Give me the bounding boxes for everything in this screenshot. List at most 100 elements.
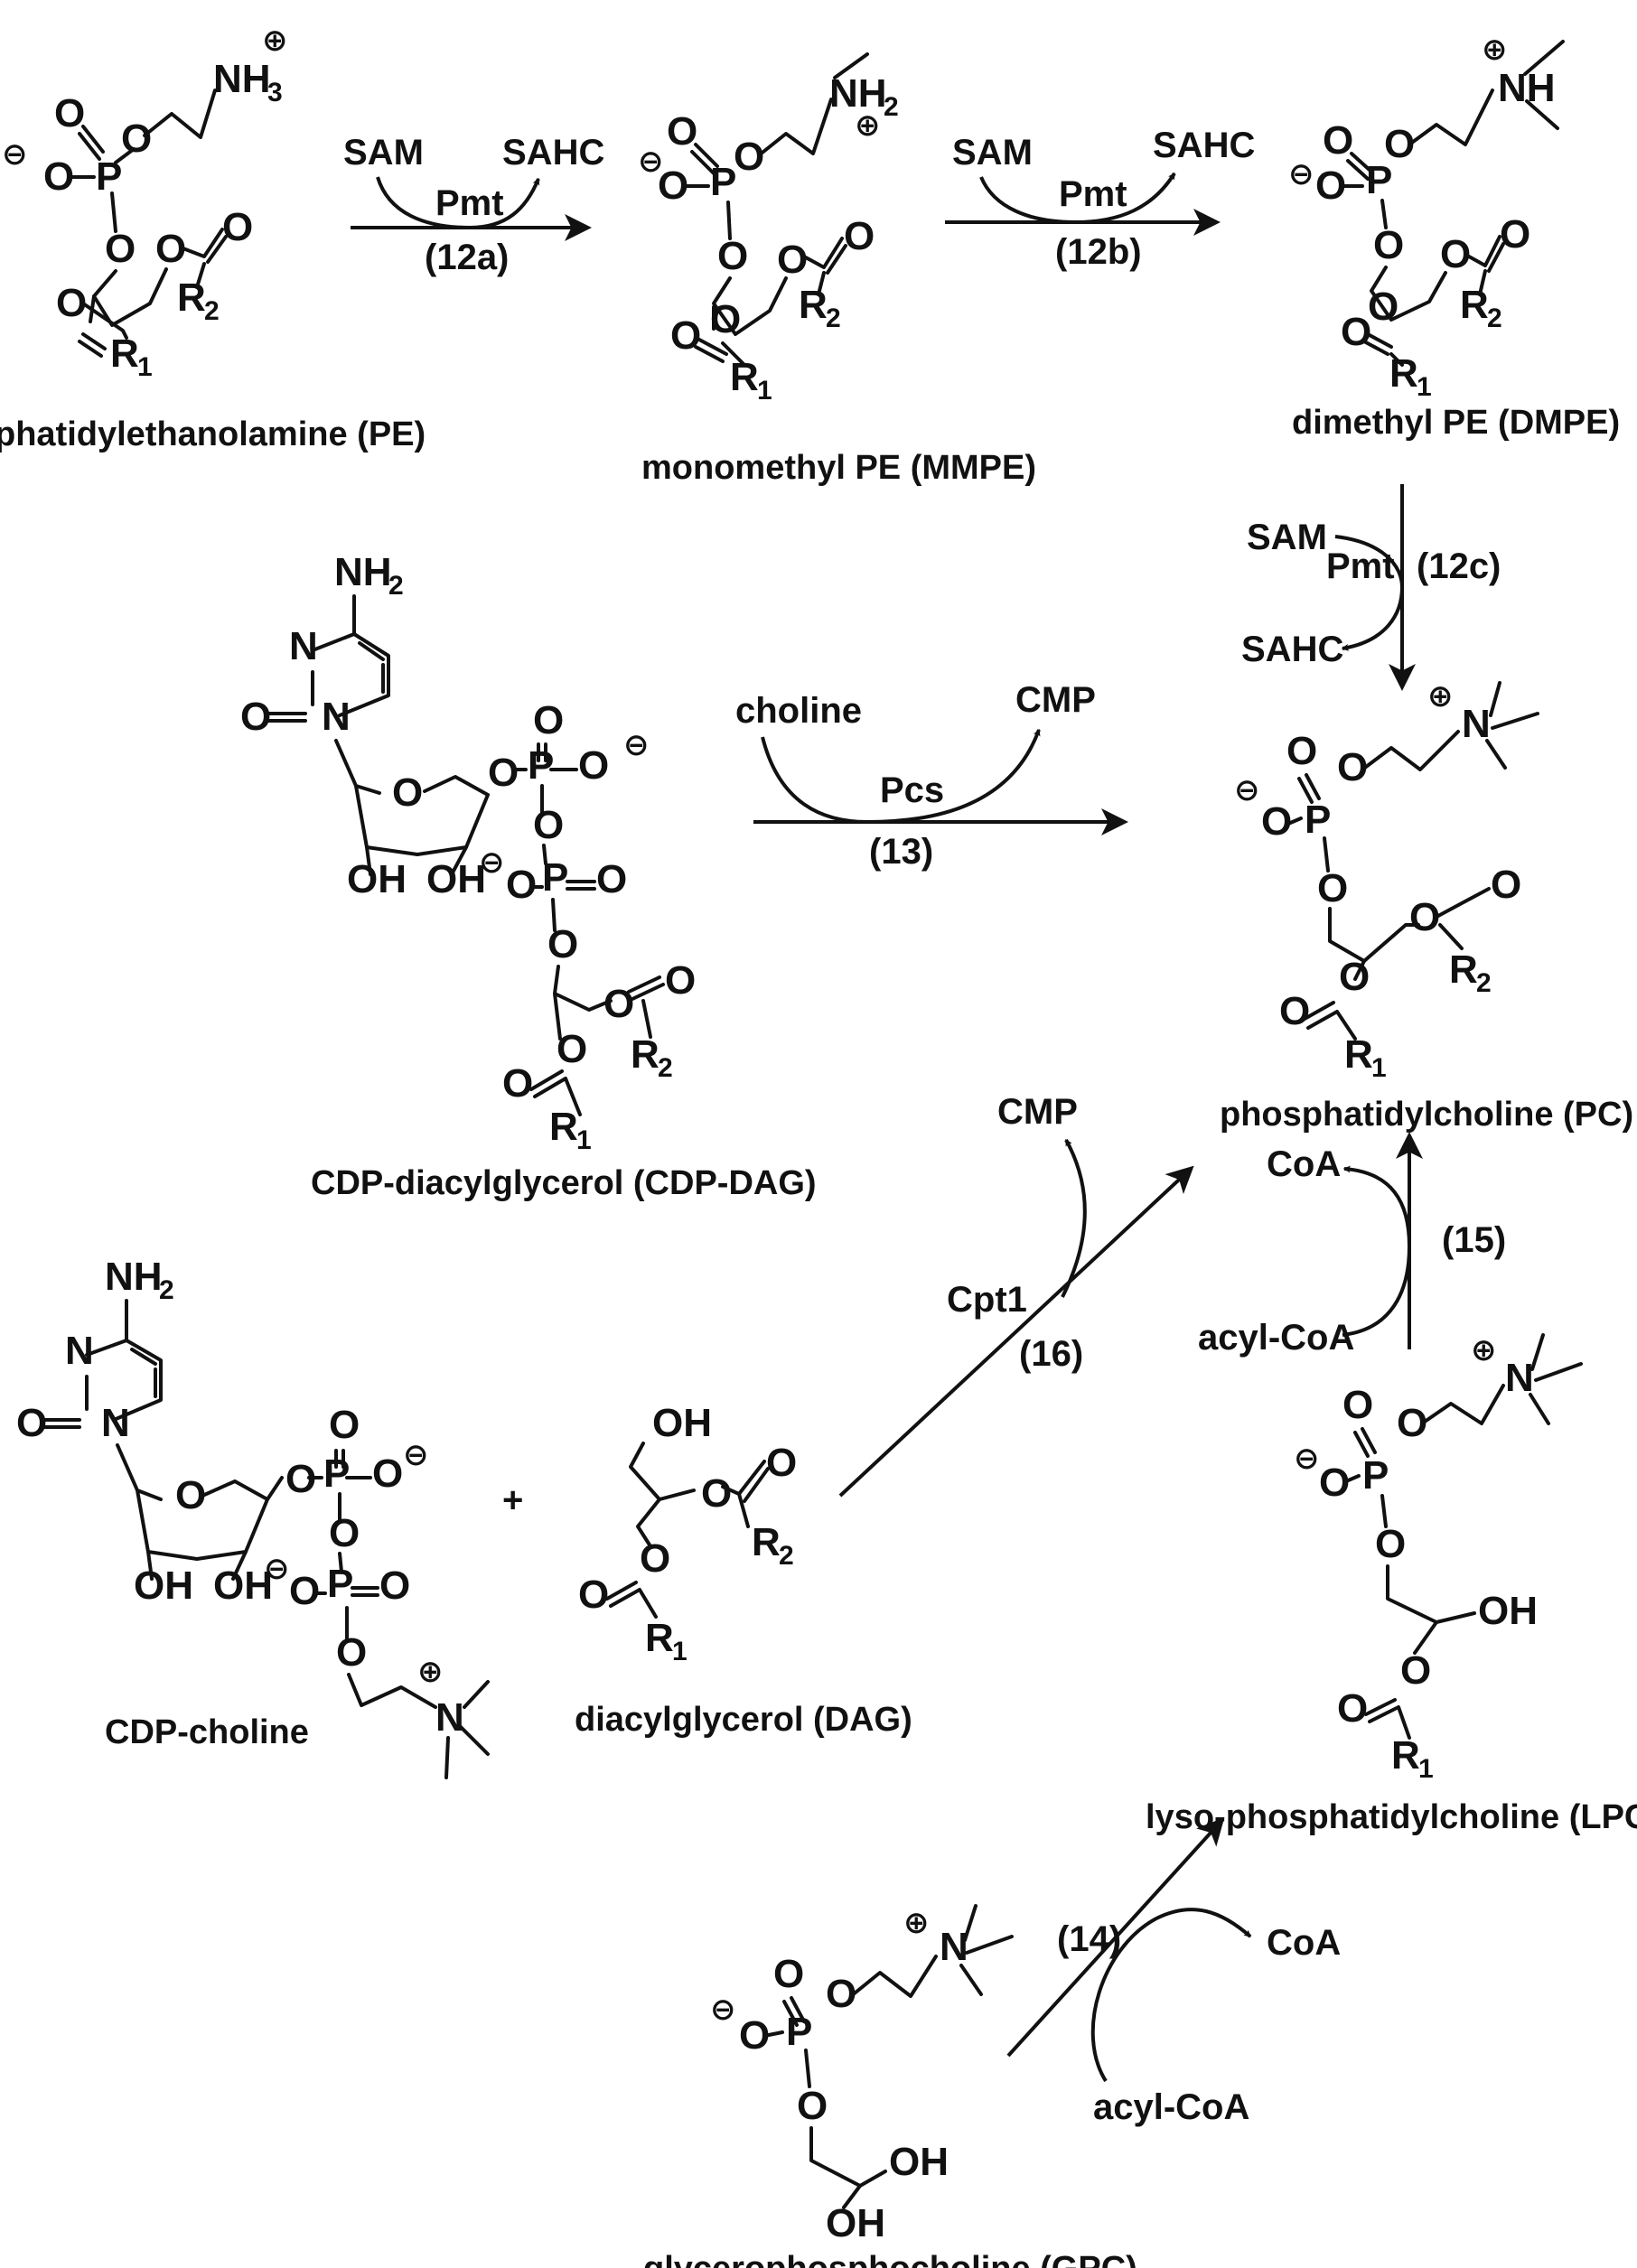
atom-label: O: [1341, 310, 1371, 354]
negative-charge: ⊖: [623, 728, 650, 762]
cosubstrate-label: SAM: [1247, 518, 1327, 557]
positive-charge: ⊕: [1427, 679, 1454, 714]
reaction-id-label: (12b): [1055, 232, 1142, 272]
atom-label: 2: [159, 1275, 174, 1305]
plus-sign: +: [502, 1480, 523, 1520]
lpc-structure: ⊕ N O O ⊖ O P O OH O O R 1 lyso-phosphat…: [1146, 1333, 1637, 1836]
atom-label: O: [603, 982, 634, 1026]
atom-label: R: [645, 1616, 674, 1660]
coproduct-label: CMP: [1015, 680, 1096, 720]
reaction-12c: SAM Pmt (12c) SAHC: [1241, 484, 1501, 691]
compound-name-dag: diacylglycerol (DAG): [575, 1701, 912, 1739]
reaction-id-label: (13): [869, 832, 933, 872]
atom-label: O: [1286, 729, 1317, 773]
atom-label: O: [1491, 863, 1521, 907]
atom-label: O: [640, 1536, 670, 1581]
atom-label: 2: [658, 1053, 673, 1083]
atom-label: 1: [1418, 1754, 1434, 1784]
coproduct-label: SAHC: [502, 133, 604, 173]
atom-label: NH: [829, 71, 887, 116]
atom-label: O: [54, 91, 85, 135]
positive-charge: ⊕: [262, 23, 288, 58]
atom-label: 2: [779, 1541, 794, 1571]
positive-charge: ⊕: [855, 108, 881, 143]
atom-label: P: [1366, 158, 1392, 202]
compound-name-pe: phatidylethanolamine (PE): [0, 415, 426, 453]
atom-label: R: [549, 1105, 578, 1149]
positive-charge: ⊕: [417, 1655, 444, 1689]
atom-label: O: [1317, 866, 1348, 910]
atom-label: O: [777, 238, 808, 282]
atom-label: OH: [889, 2140, 949, 2184]
positive-charge: ⊕: [1482, 33, 1508, 67]
atom-label: 2: [826, 303, 841, 333]
atom-label: P: [1362, 1453, 1389, 1498]
dmpe-structure: ⊕ NH O O ⊖ O P O O O R 2 O O R 1 dimethy…: [1288, 33, 1620, 442]
atom-label: P: [710, 160, 736, 204]
atom-label: R: [730, 355, 759, 399]
atom-label: 1: [576, 1125, 592, 1155]
atom-label: O: [1440, 232, 1471, 276]
cosubstrate-label: acyl-CoA: [1198, 1318, 1354, 1358]
atom-label: P: [528, 743, 554, 788]
atom-label: 1: [757, 376, 772, 406]
reaction-12b: SAM SAHC Pmt (12b): [945, 126, 1255, 272]
reaction-12a: SAM SAHC Pmt (12a): [343, 133, 604, 277]
reaction-id-label: (12a): [425, 238, 509, 277]
coproduct-label: SAHC: [1241, 630, 1343, 669]
atom-label: O: [670, 313, 701, 358]
atom-label: OH: [347, 857, 407, 901]
compound-name-cdp-choline: CDP-choline: [105, 1713, 309, 1751]
atom-label: O: [665, 958, 696, 1003]
negative-charge: ⊖: [638, 145, 664, 179]
negative-charge: ⊖: [1234, 773, 1260, 807]
atom-label: N: [322, 695, 351, 739]
cdp-dag-structure: NH 2 N O N O O P O ⊖ O O OH OH ⊖ O P O O…: [240, 550, 817, 1202]
atom-label: N: [65, 1329, 94, 1373]
atom-label: P: [786, 2010, 812, 2054]
atom-label: R: [1391, 1733, 1420, 1778]
atom-label: O: [1375, 1522, 1406, 1566]
atom-label: O: [797, 2084, 828, 2128]
atom-label: O: [1342, 1383, 1373, 1427]
atom-label: NH: [213, 57, 271, 101]
atom-label: O: [1373, 223, 1404, 267]
negative-charge: ⊖: [264, 1552, 290, 1586]
cosubstrate-label: acyl-CoA: [1093, 2087, 1249, 2127]
atom-label: OH: [1478, 1589, 1538, 1633]
atom-label: N: [289, 624, 318, 668]
reaction-15: CoA (15) acyl-CoA: [1198, 1132, 1506, 1358]
compound-name-cdp-dag: CDP-diacylglycerol (CDP-DAG): [311, 1164, 817, 1202]
coproduct-label: SAHC: [1153, 126, 1255, 165]
atom-label: O: [533, 698, 564, 742]
reaction-14: (14) CoA acyl-CoA: [1006, 1817, 1341, 2127]
cosubstrate-label: SAM: [952, 133, 1033, 173]
atom-label: O: [16, 1401, 47, 1445]
gpc-structure: ⊕ N O O ⊖ O P O OH OH glycerophosphochol…: [643, 1904, 1137, 2268]
atom-label: O: [392, 770, 423, 815]
atom-label: N: [435, 1695, 464, 1740]
atom-label: OH: [134, 1563, 193, 1608]
atom-label: N: [1462, 702, 1491, 746]
atom-label: O: [1319, 1461, 1350, 1505]
atom-label: 1: [1417, 372, 1432, 402]
pc-structure: ⊕ N O O ⊖ O P O O O R 2 O O R 1 phosphat…: [1220, 679, 1633, 1134]
atom-label: O: [578, 743, 609, 788]
negative-charge: ⊖: [2, 137, 28, 172]
atom-label: 2: [1487, 303, 1502, 333]
enzyme-label: Pmt: [435, 183, 504, 223]
positive-charge: ⊕: [903, 1906, 930, 1940]
atom-label: O: [336, 1630, 367, 1675]
atom-label: OH: [826, 2201, 885, 2245]
atom-label: O: [844, 214, 875, 258]
enzyme-label: Pcs: [880, 770, 944, 810]
atom-label: 2: [388, 571, 404, 601]
reaction-id-label: (14): [1057, 1919, 1121, 1959]
atom-label: R: [110, 331, 139, 376]
atom-label: N: [940, 1925, 968, 1969]
coproduct-label: CMP: [997, 1092, 1078, 1132]
compound-name-mmpe: monomethyl PE (MMPE): [641, 449, 1036, 487]
atom-label: NH: [105, 1255, 163, 1299]
atom-label: R: [799, 283, 828, 327]
